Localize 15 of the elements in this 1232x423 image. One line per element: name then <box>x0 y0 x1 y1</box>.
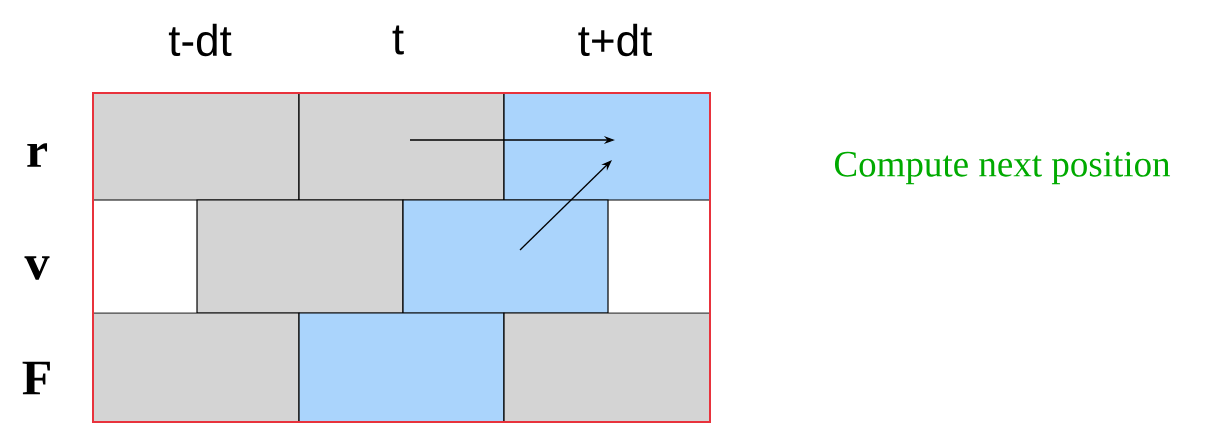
table-cell <box>196 199 404 314</box>
column-label: t+dt <box>578 23 652 57</box>
column-label: t <box>392 25 404 55</box>
table-cell <box>298 312 505 423</box>
table-cell <box>503 312 711 423</box>
table-cell <box>503 92 711 201</box>
row-label: r <box>27 143 48 167</box>
table-cell <box>92 312 300 423</box>
table-cell <box>298 92 505 201</box>
row-label: v <box>24 256 50 280</box>
column-label: t-dt <box>168 23 232 57</box>
table-cell <box>92 92 300 201</box>
arrow <box>519 160 612 251</box>
table-cell <box>402 199 609 314</box>
note-text: Compute next position <box>834 151 1170 185</box>
